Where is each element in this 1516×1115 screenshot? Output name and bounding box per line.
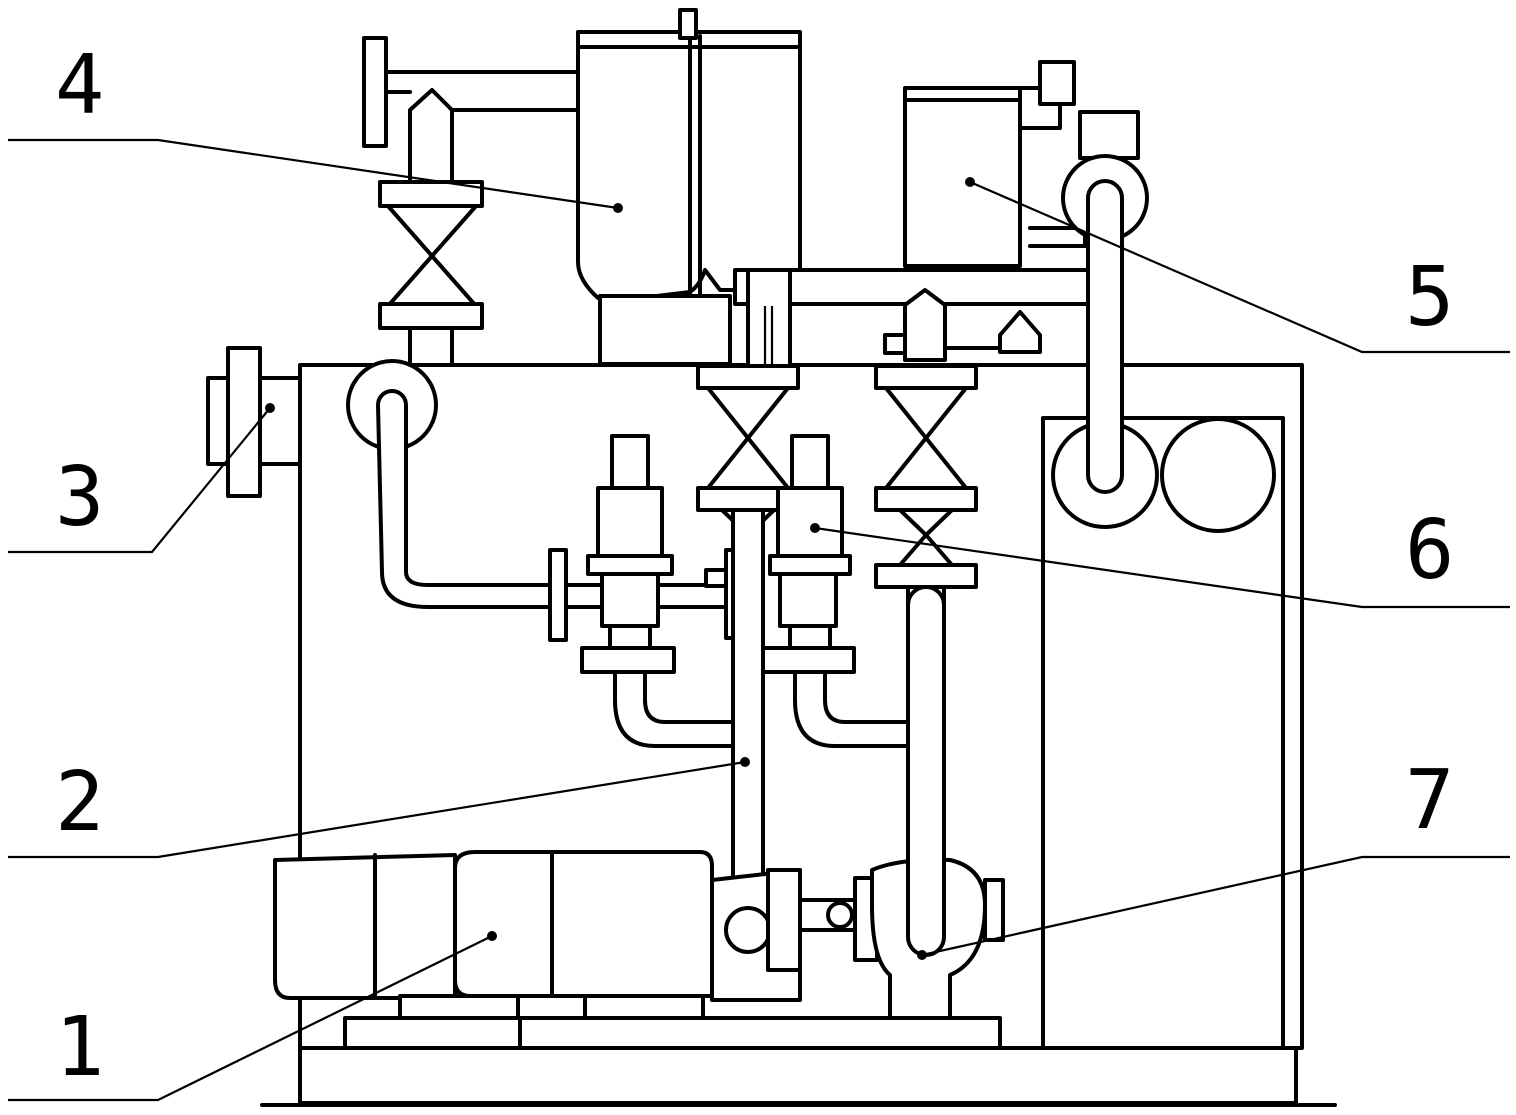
safety-valve-left [580, 434, 737, 748]
pressure-tank [576, 8, 802, 366]
label-6: 6 [1405, 503, 1454, 598]
safety-valve-right [760, 434, 910, 748]
cabinet-frame [298, 363, 1304, 1050]
leader-dot-7 [917, 950, 927, 960]
motor [273, 850, 714, 1020]
base-frame [260, 1016, 1337, 1107]
label-3: 3 [55, 450, 104, 545]
part-labels: 4 3 2 1 5 6 7 [55, 38, 1454, 1095]
label-5: 5 [1405, 250, 1454, 345]
gate-valve-right [874, 364, 978, 512]
leader-line-4 [8, 138, 619, 210]
leader-line-7 [921, 855, 1510, 957]
pump-right [853, 585, 1005, 1020]
label-7: 7 [1405, 753, 1454, 848]
vacuum-unit [903, 60, 1149, 268]
top-header-pipe [733, 268, 1110, 368]
outlet-flange [206, 346, 302, 498]
label-1: 1 [55, 1000, 104, 1095]
leader-line-1 [8, 935, 493, 1102]
header-nozzles [883, 288, 1042, 362]
right-riser-pipe [1086, 179, 1124, 494]
top-left-valve [362, 36, 580, 367]
label-2: 2 [55, 755, 104, 850]
leader-dot-4 [613, 203, 623, 213]
leader-line-5 [969, 180, 1510, 354]
leader-dot-2 [740, 757, 750, 767]
leader-dot-5 [965, 177, 975, 187]
leader-dot-1 [487, 931, 497, 941]
pump-left [710, 868, 860, 1002]
leader-dot-6 [810, 523, 820, 533]
left-suction-pipe [731, 508, 765, 902]
leader-line-2 [8, 760, 746, 859]
leader-line-6 [814, 526, 1510, 609]
label-4: 4 [55, 38, 104, 133]
leader-line-3 [8, 407, 271, 554]
left-discharge-pipe [376, 389, 742, 642]
leader-lines [8, 138, 1510, 1102]
